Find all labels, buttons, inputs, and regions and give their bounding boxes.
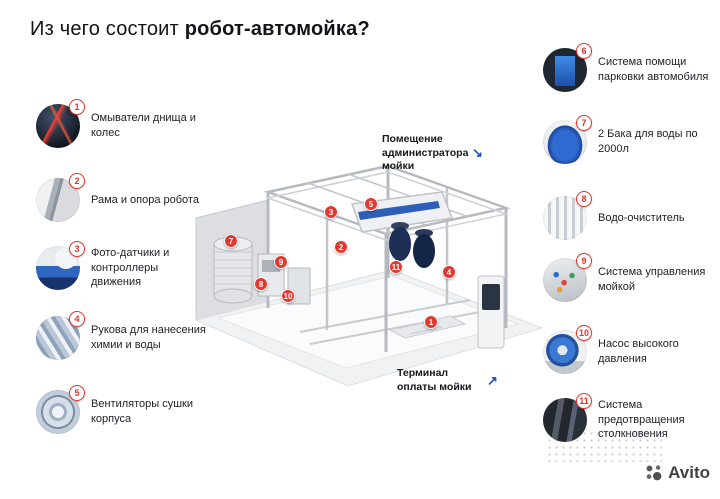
diagram-badge: 10 bbox=[281, 289, 295, 303]
legend-icon-wrap: 11 bbox=[543, 393, 592, 442]
carwash-diagram: 3 5 2 7 9 8 10 11 4 1 bbox=[188, 146, 544, 398]
page-title: Из чего состоит робот-автомойка? bbox=[30, 18, 370, 41]
legend-item-3: 3 Фото-датчики и контроллеры движения bbox=[36, 241, 209, 290]
item-number-badge: 2 bbox=[69, 173, 85, 189]
diagram-badge: 3 bbox=[324, 205, 338, 219]
item-number-badge: 11 bbox=[576, 393, 592, 409]
item-label: Фото-датчики и контроллеры движения bbox=[91, 247, 170, 289]
diagram-badge: 11 bbox=[389, 260, 403, 274]
legend-item-6: 6 Система помощи парковки автомобиля bbox=[543, 43, 716, 92]
legend-icon-wrap: 4 bbox=[36, 311, 85, 360]
legend-icon-wrap: 8 bbox=[543, 191, 592, 240]
legend-icon-wrap: 2 bbox=[36, 173, 85, 222]
item-label: Система управления мойкой bbox=[598, 266, 706, 293]
avito-brand-text: Avito bbox=[668, 463, 710, 482]
title-bold: робот-автомойка? bbox=[184, 18, 370, 40]
admin-room-label: Помещение администратора мойки ↘ bbox=[382, 133, 483, 174]
admin-room-label-text: Помещение администратора мойки bbox=[382, 133, 469, 173]
legend-icon-wrap: 5 bbox=[36, 385, 85, 434]
item-label: Насос высокого давления bbox=[598, 338, 679, 365]
carwash-illustration bbox=[194, 164, 544, 387]
item-label: Вентиляторы сушки корпуса bbox=[91, 398, 193, 425]
diagram-badge: 1 bbox=[424, 315, 438, 329]
legend-item-11: 11 Система предотвращения столкновения bbox=[543, 393, 716, 442]
item-number-badge: 7 bbox=[576, 115, 592, 131]
diagram-badge: 5 bbox=[364, 197, 378, 211]
item-label: 2 Бака для воды по 2000л bbox=[598, 128, 698, 155]
item-number-badge: 10 bbox=[576, 325, 592, 341]
item-number-badge: 5 bbox=[69, 385, 85, 401]
item-label: Система предотвращения столкновения bbox=[598, 399, 685, 441]
legend-item-9: 9 Система управления мойкой bbox=[543, 253, 716, 302]
legend-item-10: 10 Насос высокого давления bbox=[543, 325, 716, 374]
arrow-up-right-icon: ↗ bbox=[487, 372, 498, 388]
avito-logo-icon bbox=[646, 465, 662, 481]
legend-item-5: 5 Вентиляторы сушки корпуса bbox=[36, 385, 209, 434]
payment-terminal-label: Терминал оплаты мойки ↗ bbox=[397, 367, 498, 394]
item-label: Рукова для нанесения химии и воды bbox=[91, 324, 206, 351]
diagram-badge: 9 bbox=[274, 255, 288, 269]
item-number-badge: 3 bbox=[69, 241, 85, 257]
legend-icon-wrap: 10 bbox=[543, 325, 592, 374]
item-label: Омыватели днища и колес bbox=[91, 112, 196, 139]
legend-item-1: 1 Омыватели днища и колес bbox=[36, 99, 209, 148]
legend-icon-wrap: 1 bbox=[36, 99, 85, 148]
legend-item-7: 7 2 Бака для воды по 2000л bbox=[543, 115, 716, 164]
item-number-badge: 4 bbox=[69, 311, 85, 327]
diagram-badge: 8 bbox=[254, 277, 268, 291]
legend-icon-wrap: 3 bbox=[36, 241, 85, 290]
legend-icon-wrap: 7 bbox=[543, 115, 592, 164]
legend-item-2: 2 Рама и опора робота bbox=[36, 173, 209, 222]
item-label: Рама и опора робота bbox=[91, 193, 199, 206]
legend-icon-wrap: 6 bbox=[543, 43, 592, 92]
item-number-badge: 9 bbox=[576, 253, 592, 269]
item-number-badge: 6 bbox=[576, 43, 592, 59]
item-label: Водо-очиститель bbox=[598, 211, 685, 224]
item-number-badge: 1 bbox=[69, 99, 85, 115]
legend-item-8: 8 Водо-очиститель bbox=[543, 191, 716, 240]
payment-terminal-label-text: Терминал оплаты мойки bbox=[397, 367, 472, 393]
diagram-badge: 4 bbox=[442, 265, 456, 279]
diagram-badge: 2 bbox=[334, 240, 348, 254]
arrow-down-right-icon: ↘ bbox=[472, 145, 483, 161]
diagram-badge: 7 bbox=[224, 234, 238, 248]
avito-watermark: Avito bbox=[644, 463, 710, 483]
item-number-badge: 8 bbox=[576, 191, 592, 207]
legend-item-4: 4 Рукова для нанесения химии и воды bbox=[36, 311, 209, 360]
legend-icon-wrap: 9 bbox=[543, 253, 592, 302]
title-regular: Из чего состоит bbox=[30, 18, 185, 40]
item-label: Система помощи парковки автомобиля bbox=[598, 56, 709, 83]
